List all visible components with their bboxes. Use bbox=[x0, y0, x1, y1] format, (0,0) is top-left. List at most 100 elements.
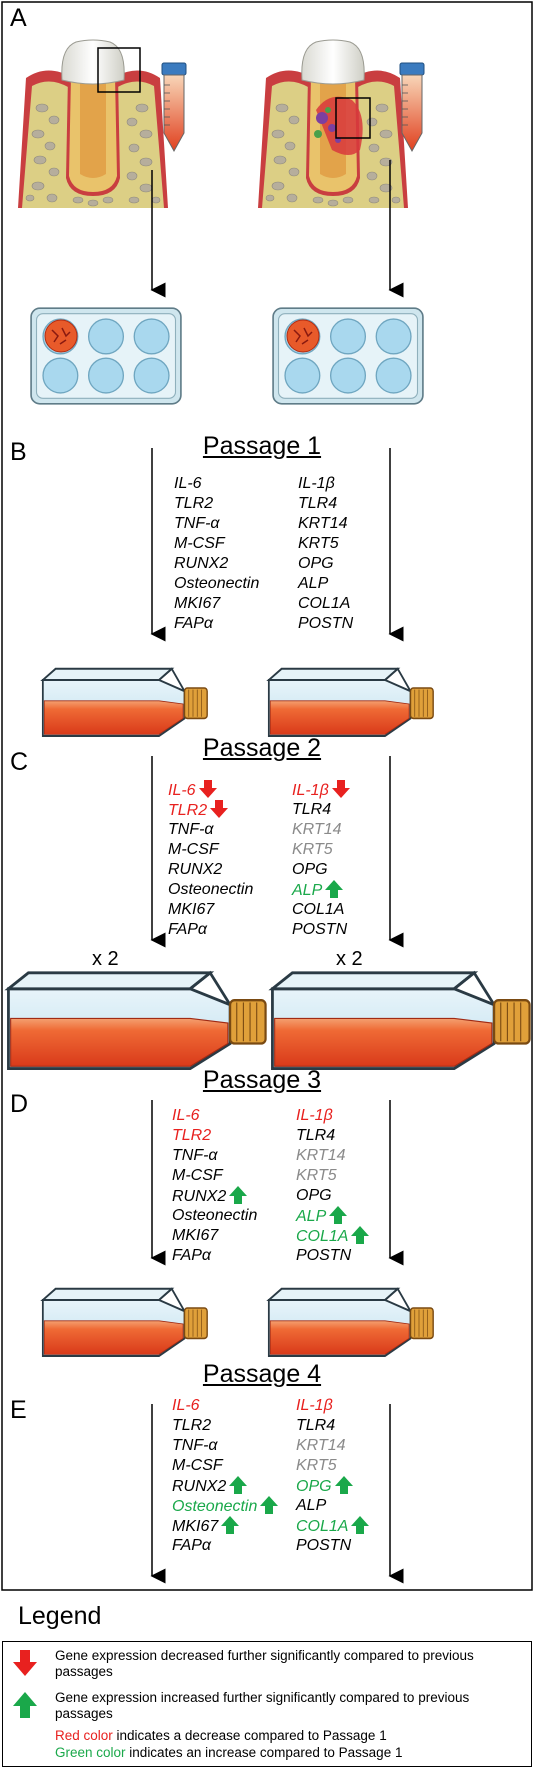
gene-row: MKI67 bbox=[174, 594, 259, 614]
legend-title: Legend bbox=[18, 1602, 102, 1630]
gene-row: Osteonectin bbox=[172, 1206, 257, 1226]
gene-name: TLR2 bbox=[172, 1417, 212, 1434]
flask-passage-1-left bbox=[41, 667, 209, 737]
gene-row: COL1A bbox=[292, 900, 350, 920]
healthy-tissue-box bbox=[97, 47, 141, 93]
gene-name: COL1A bbox=[296, 1518, 349, 1535]
gene-row: FAPα bbox=[174, 614, 259, 634]
gene-row: COL1A bbox=[296, 1516, 370, 1536]
gene-name: KRT5 bbox=[296, 1167, 337, 1184]
gene-name: IL-6 bbox=[168, 782, 196, 799]
gene-row: COL1A bbox=[296, 1226, 370, 1246]
gene-row: TNF-α bbox=[168, 820, 253, 840]
arrow-down-red-icon bbox=[210, 800, 229, 818]
gene-name: FAPα bbox=[172, 1247, 212, 1264]
arrow-up-green-icon bbox=[221, 1516, 240, 1534]
gene-row: TLR4 bbox=[296, 1126, 369, 1146]
gene-name: ALP bbox=[296, 1208, 327, 1225]
gene-name: IL-1β bbox=[292, 782, 329, 799]
gene-name: FAPα bbox=[174, 615, 214, 632]
gene-row: Osteonectin bbox=[168, 880, 253, 900]
gene-row: FAPα bbox=[168, 920, 253, 940]
gene-name: POSTN bbox=[292, 921, 348, 938]
passage-4-title: Passage 4 bbox=[202, 1360, 322, 1388]
gene-name: OPG bbox=[296, 1187, 332, 1204]
gene-name: TLR2 bbox=[172, 1127, 212, 1144]
flask-passage-3-right bbox=[267, 1287, 435, 1357]
arrow-up-green-icon bbox=[325, 880, 344, 898]
arrow-up-green-icon bbox=[229, 1186, 248, 1204]
gene-name: TLR2 bbox=[168, 802, 208, 819]
gene-row: RUNX2 bbox=[172, 1186, 257, 1206]
gene-name: TNF-α bbox=[168, 821, 214, 838]
gene-name: Osteonectin bbox=[172, 1498, 258, 1515]
healthy-tooth-illustration bbox=[18, 39, 168, 208]
gene-name: OPG bbox=[292, 861, 328, 878]
gene-name: KRT14 bbox=[298, 515, 348, 532]
gene-name: IL-1β bbox=[298, 475, 335, 492]
gene-row: KRT5 bbox=[298, 534, 353, 554]
multiplier-left: x 2 bbox=[92, 948, 119, 970]
gene-row: RUNX2 bbox=[168, 860, 253, 880]
gene-name: TNF-α bbox=[172, 1437, 218, 1454]
gene-row: KRT14 bbox=[292, 820, 350, 840]
gene-name: Osteonectin bbox=[174, 575, 260, 592]
gene-row: OPG bbox=[296, 1476, 369, 1496]
panel-label-a: A bbox=[10, 4, 27, 32]
gene-row: IL-6 bbox=[168, 780, 253, 800]
gene-row: KRT5 bbox=[296, 1456, 369, 1476]
gene-name: M-CSF bbox=[168, 841, 219, 858]
gene-row: TNF-α bbox=[172, 1146, 257, 1166]
gene-name: RUNX2 bbox=[168, 861, 223, 878]
gene-row: KRT14 bbox=[296, 1436, 369, 1456]
gene-row: COL1A bbox=[298, 594, 353, 614]
passage-2-title: Passage 2 bbox=[202, 734, 322, 762]
gene-name: RUNX2 bbox=[172, 1478, 227, 1495]
legend-green-note: Green color indicates an increase compar… bbox=[55, 1745, 520, 1761]
arrow-up-green-icon bbox=[13, 1692, 37, 1718]
gene-row: TLR4 bbox=[296, 1416, 369, 1436]
gene-name: KRT14 bbox=[296, 1147, 346, 1164]
gene-row: POSTN bbox=[298, 614, 353, 634]
gene-row: TLR4 bbox=[298, 494, 353, 514]
gene-row: IL-6 bbox=[172, 1106, 257, 1126]
explant-healthy bbox=[44, 319, 78, 353]
gene-name: RUNX2 bbox=[172, 1188, 227, 1205]
gene-row: M-CSF bbox=[174, 534, 259, 554]
healthy-sample-tube bbox=[161, 62, 187, 152]
gene-name: M-CSF bbox=[172, 1167, 223, 1184]
gene-name: TLR2 bbox=[174, 495, 214, 512]
gene-name: IL-6 bbox=[172, 1107, 200, 1124]
arrow-down-red-icon bbox=[198, 780, 217, 798]
gene-name: TLR4 bbox=[296, 1127, 336, 1144]
gene-name: Osteonectin bbox=[168, 881, 254, 898]
gene-name: M-CSF bbox=[172, 1457, 223, 1474]
legend-red-prefix: Red color bbox=[55, 1728, 113, 1743]
arrow-up-green-icon bbox=[260, 1496, 279, 1514]
gene-row: FAPα bbox=[172, 1246, 257, 1266]
gene-row: KRT5 bbox=[292, 840, 350, 860]
gene-name: FAPα bbox=[172, 1537, 212, 1554]
legend-box: Gene expression decreased further signif… bbox=[2, 1641, 532, 1767]
gene-row: IL-6 bbox=[174, 474, 259, 494]
legend-red-rest: indicates a decrease compared to Passage… bbox=[112, 1728, 387, 1743]
gene-row: KRT14 bbox=[298, 514, 353, 534]
gene-row: OPG bbox=[296, 1186, 369, 1206]
legend-up-text: Gene expression increased further signif… bbox=[55, 1690, 470, 1721]
gene-row: IL-1β bbox=[296, 1396, 369, 1416]
gene-row: RUNX2 bbox=[174, 554, 259, 574]
arrow-up-green-icon bbox=[351, 1516, 370, 1534]
gene-name: COL1A bbox=[298, 595, 351, 612]
gene-row: M-CSF bbox=[172, 1456, 278, 1476]
gene-name: TLR4 bbox=[296, 1417, 336, 1434]
gene-name: OPG bbox=[296, 1478, 332, 1495]
gene-name: TNF-α bbox=[174, 515, 220, 532]
gene-name: MKI67 bbox=[168, 901, 215, 918]
